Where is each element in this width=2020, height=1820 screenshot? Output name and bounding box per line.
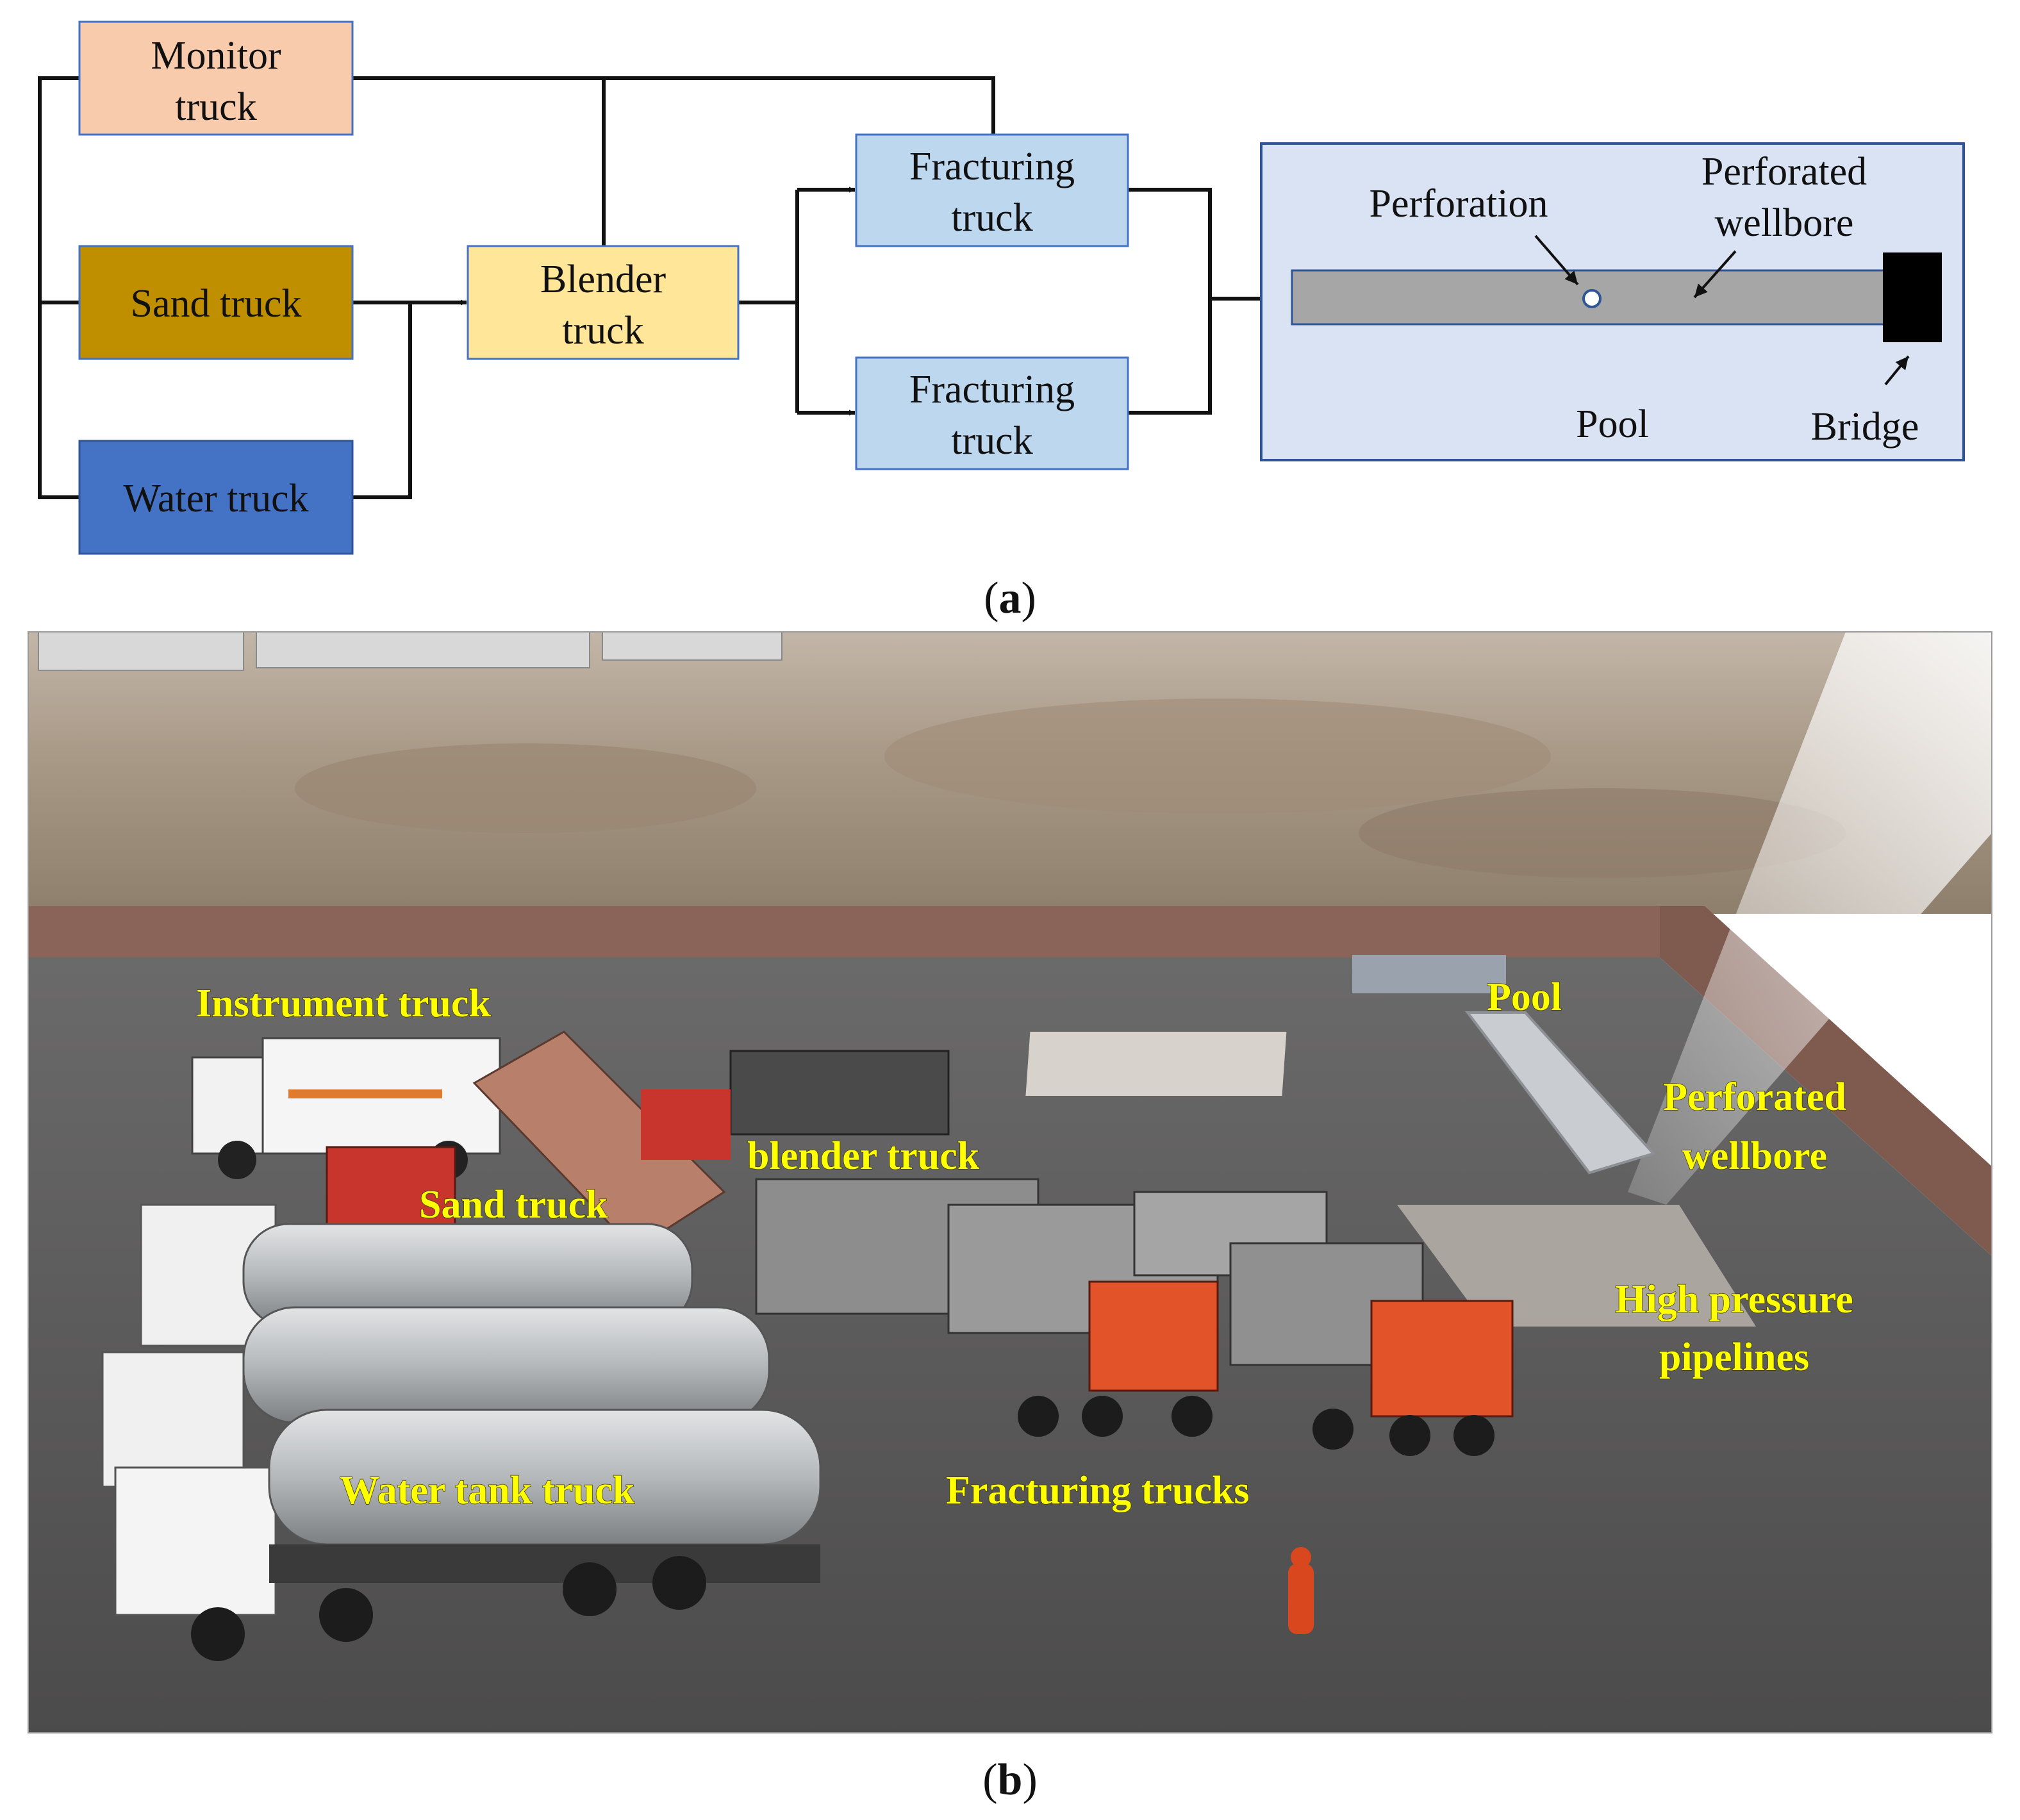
frac-merge-line xyxy=(1128,188,1212,415)
photo-label-high-pressure-line2: pipelines xyxy=(1659,1336,1809,1379)
perforated-wellbore-label-line1: Perforated xyxy=(1701,150,1867,194)
photo-frame xyxy=(28,631,1992,1733)
fracturing-truck-2-node: Fracturing truck xyxy=(855,356,1129,470)
perforated-wellbore-label-line2: wellbore xyxy=(1715,201,1854,245)
fracturing-truck-2-label-line2: truck xyxy=(951,419,1032,463)
photo-label-pool: Pool xyxy=(1487,975,1562,1019)
site-photo: Instrument truck Sand truck blender truc… xyxy=(28,631,1992,1805)
sand-truck-label: Sand truck xyxy=(131,282,302,326)
photo-label-fracturing-trucks: Fracturing trucks xyxy=(946,1469,1250,1512)
bridge-plug xyxy=(1883,252,1942,342)
distant-buildings xyxy=(38,632,782,671)
dirt-mound-2 xyxy=(884,699,1551,814)
fracturing-trucks-shape xyxy=(947,1191,1514,1456)
caption-b-letter: b xyxy=(998,1755,1023,1805)
caption-a: (a) xyxy=(984,574,1036,623)
caption-a-letter: a xyxy=(999,574,1022,623)
sand-truck-node: Sand truck xyxy=(78,245,354,360)
water-truck-label: Water truck xyxy=(123,477,308,520)
fracturing-truck-1-node: Fracturing truck xyxy=(855,133,1129,247)
water-tank-trucks-shape xyxy=(101,1204,822,1661)
blender-truck-box xyxy=(467,245,740,360)
photo-label-water-tank-truck: Water tank truck xyxy=(340,1469,635,1512)
liner-sheet xyxy=(1025,1032,1287,1096)
caption-a-open: ( xyxy=(984,574,998,623)
bridge-pointer-arrow xyxy=(1884,355,1910,386)
perforation-hole xyxy=(1582,289,1602,308)
brick-wall xyxy=(28,906,1669,957)
fracturing-truck-1-box xyxy=(855,133,1129,247)
monitor-truck-label-line1: Monitor xyxy=(151,34,281,78)
flow-diagram: Monitor truck Sand truck Water truck Ble… xyxy=(38,21,1965,623)
blender-split-line xyxy=(738,190,799,304)
photo-label-instrument-truck: Instrument truck xyxy=(196,982,491,1025)
work-pad xyxy=(1397,1205,1756,1327)
bridge-label: Bridge xyxy=(1811,405,1919,449)
caption-b-close: ) xyxy=(1022,1755,1037,1805)
water-truck-box xyxy=(78,440,354,555)
wellbore-pointer-arrow xyxy=(1693,250,1737,299)
monitor-truck-node: Monitor truck xyxy=(78,21,354,136)
pool-area xyxy=(1464,1011,1656,1175)
photo-label-blender-truck: blender truck xyxy=(747,1134,980,1178)
sand-truck-shape xyxy=(326,1030,726,1251)
water-spray xyxy=(1628,632,1992,1205)
connector-lines xyxy=(38,76,1292,499)
pool-label: Pool xyxy=(1576,402,1649,446)
sand-truck-box xyxy=(78,245,354,360)
fracturing-truck-2-label-line1: Fracturing xyxy=(909,368,1075,411)
monitor-truck-label-line2: truck xyxy=(175,85,256,129)
photo-label-high-pressure-line1: High pressure xyxy=(1615,1278,1853,1321)
caption-b-open: ( xyxy=(982,1755,997,1805)
photo-label-sand-truck: Sand truck xyxy=(419,1183,608,1227)
fracturing-truck-1-label-line2: truck xyxy=(951,196,1032,240)
caption-b: (b) xyxy=(982,1755,1038,1805)
pool-equipment xyxy=(1352,955,1506,993)
blender-truck-label-line1: Blender xyxy=(540,258,666,301)
dirt-mound-1 xyxy=(295,743,756,833)
instrument-truck-shape xyxy=(191,1037,501,1179)
photo-label-perforated-wellbore-line2: wellbore xyxy=(1682,1134,1827,1178)
left-bus-line xyxy=(38,76,79,499)
caption-a-close: ) xyxy=(1022,574,1036,623)
worker-figure xyxy=(1288,1547,1314,1634)
blender-truck-label-line2: truck xyxy=(562,309,643,352)
water-to-blender-line xyxy=(352,302,412,499)
fracturing-truck-2-box xyxy=(855,356,1129,470)
blender-truck-node: Blender truck xyxy=(467,245,740,360)
perforation-pointer-arrow xyxy=(1534,235,1579,286)
fracturing-truck-1-label-line1: Fracturing xyxy=(909,145,1075,188)
photo-label-perforated-wellbore-line1: Perforated xyxy=(1663,1075,1846,1119)
monitor-truck-box xyxy=(78,21,354,136)
dirt-mound-3 xyxy=(1359,788,1846,878)
pool-box: Perforation Perforated wellbore Pool Bri… xyxy=(1260,142,1965,461)
perforation-label: Perforation xyxy=(1370,182,1548,226)
monitor-to-blender-line xyxy=(352,76,995,135)
water-truck-node: Water truck xyxy=(78,440,354,555)
